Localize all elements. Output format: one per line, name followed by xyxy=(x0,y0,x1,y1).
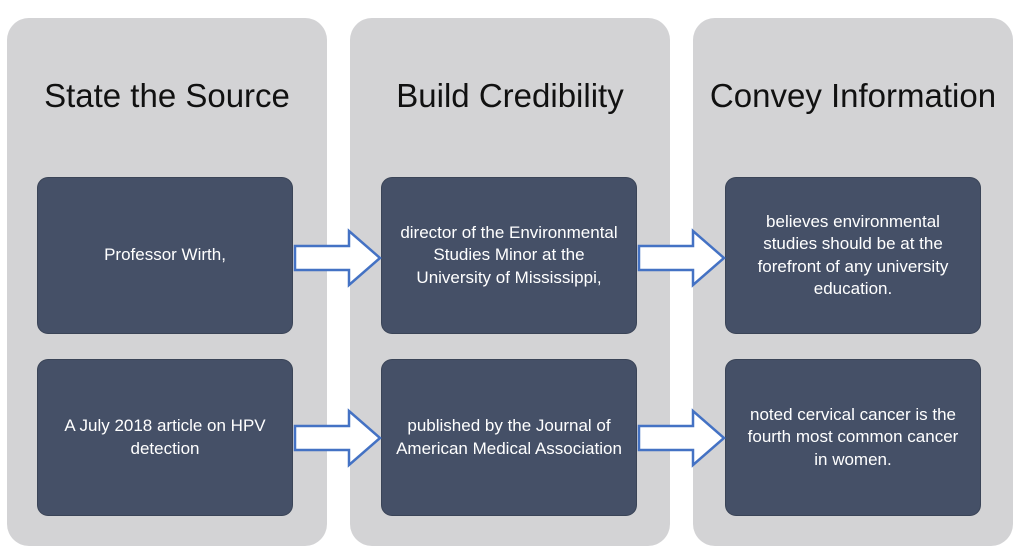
row-1-source-box: Professor Wirth, xyxy=(38,178,292,333)
column-title-state-the-source: State the Source xyxy=(44,76,290,114)
row-2-arrow-right-icon xyxy=(637,408,726,468)
column-title-build-credibility: Build Credibility xyxy=(396,76,624,114)
row-2-source-box: A July 2018 article on HPV detection xyxy=(38,360,292,515)
row-1-credibility-box: director of the Environmental Studies Mi… xyxy=(382,178,636,333)
row-1-arrow-right-icon xyxy=(637,228,726,288)
column-title-convey-information: Convey Information xyxy=(709,76,997,114)
row-1-arrow-right-icon xyxy=(293,228,382,288)
row-2-credibility-box: published by the Journal of American Med… xyxy=(382,360,636,515)
row-2-arrow-right-icon xyxy=(293,408,382,468)
row-1-information-box: believes environmental studies should be… xyxy=(726,178,980,333)
row-2-information-box: noted cervical cancer is the fourth most… xyxy=(726,360,980,515)
